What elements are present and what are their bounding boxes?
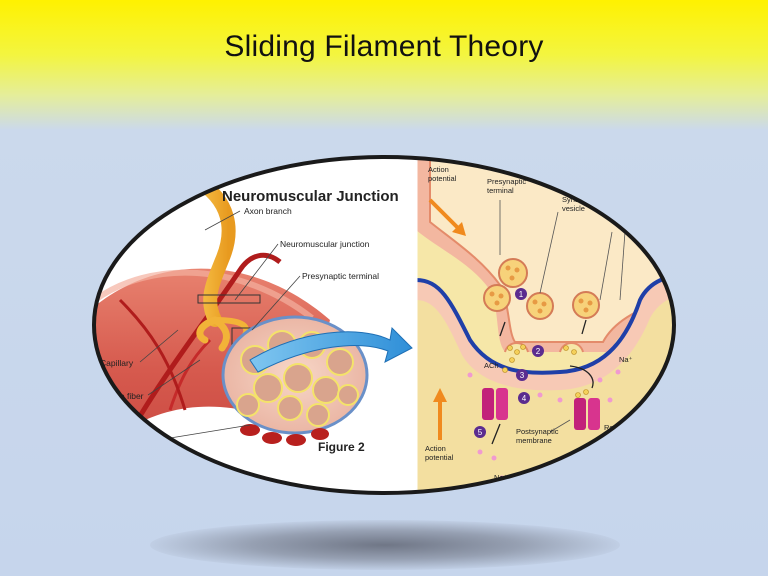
step-2: 2 — [536, 347, 541, 356]
drop-shadow — [150, 520, 620, 570]
axon-branch — [189, 173, 236, 327]
slide-title: Sliding Filament Theory — [224, 30, 544, 63]
label-axon-branch: Axon branch — [244, 206, 292, 216]
label-ach: ACh — [484, 361, 499, 370]
label-postsynaptic-1: Postsynaptic — [516, 427, 559, 436]
label-presynaptic-terminal-left: Presynaptic terminal — [302, 271, 379, 281]
step-4: 4 — [522, 394, 527, 403]
label-presynaptic-1: Presynaptic — [487, 177, 526, 186]
ap-arrow-top — [428, 198, 462, 232]
label-nm-junction: Neuromuscular junction — [280, 239, 370, 249]
label-action-potential-top-1: Action — [428, 165, 449, 174]
nmj-heading: Neuromuscular Junction — [222, 188, 399, 205]
step-5: 5 — [478, 428, 483, 437]
label-synaptic-cleft: Syna — [622, 219, 640, 228]
label-action-potential-bottom-1: Action — [425, 444, 446, 453]
step-1: 1 — [519, 290, 524, 299]
label-action-potential-bottom-2: potential — [425, 453, 454, 462]
label-na-right: Na⁺ — [619, 355, 633, 364]
oval-border — [92, 155, 676, 495]
label-presynaptic-2: terminal — [487, 186, 514, 195]
label-figure-2: Figure 2 — [318, 440, 365, 454]
label-capillary: Capillary — [100, 358, 134, 368]
right-panel: 1 2 3 4 5 Action potential Presynaptic t… — [416, 157, 674, 493]
ach-receptor-channel-left — [482, 388, 508, 420]
ach-receptor-channel-right — [574, 398, 600, 430]
postsynaptic-membrane-line — [416, 273, 674, 375]
step-3: 3 — [520, 371, 525, 380]
label-myofibrils: ofibrils — [132, 435, 157, 445]
label-synaptic-vesicle-2: vesicle — [562, 204, 585, 213]
label-muscle-fiber: le fiber — [118, 391, 144, 401]
label-postsynaptic-2: membrane — [516, 436, 552, 445]
step-markers: 1 2 3 4 5 — [474, 288, 544, 438]
label-action-potential-top-2: potential — [428, 174, 457, 183]
synaptic-vesicles — [483, 258, 600, 320]
blue-arrow — [249, 326, 413, 373]
